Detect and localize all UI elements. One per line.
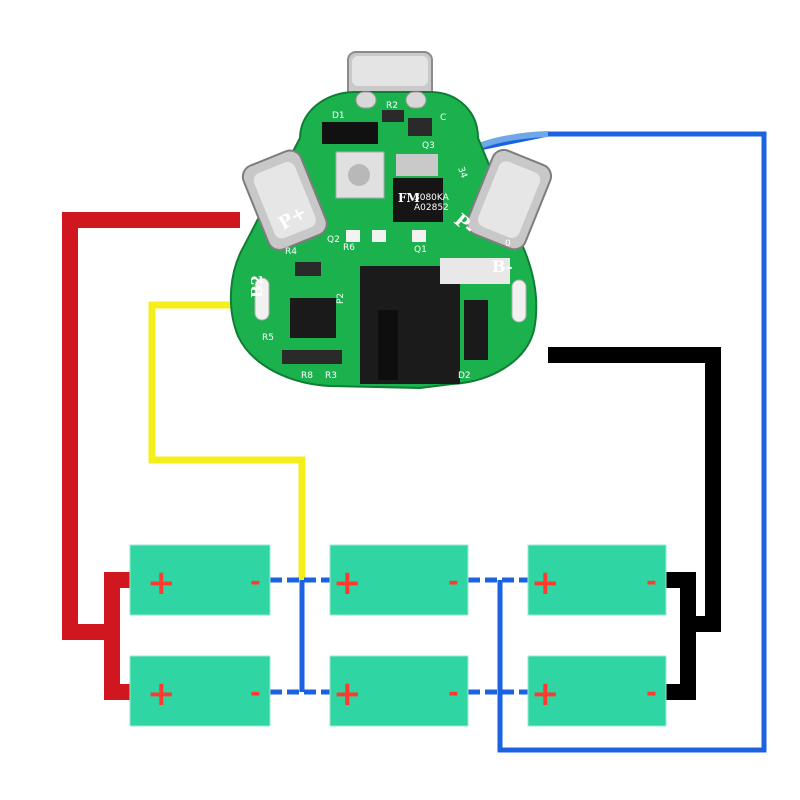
chip-line-1: 3080KA [414,193,450,203]
pad-label-c: C [440,113,446,123]
silk-r6: R6 [343,243,355,253]
pad-label-34: 34 [455,166,468,180]
pad-label-b-minus: B- [492,257,512,276]
silk-r8: R8 [301,371,313,381]
silk-q1: Q1 [414,245,427,255]
chip-brand: FM [398,191,420,205]
series-links [270,577,528,695]
bms-board: P+ P- B2 B- C 34 0 D1 R2 Q3 Q2 Q1 R4 R5 … [229,51,553,390]
cell-plus-sign: + [531,674,560,714]
left-connector [241,149,328,251]
cell-minus-sign: - [250,678,261,708]
silk-r3: R3 [325,371,337,381]
cell-minus-sign: - [448,678,459,708]
battery-cell: + - [129,544,271,616]
silk-r4: R4 [285,247,297,257]
cell-plus-sign: + [333,674,362,714]
mosfet-chip [393,178,443,222]
cell-minus-sign: - [250,567,261,597]
pad-label-b2: B2 [248,275,266,298]
cell-minus-sign: - [646,678,657,708]
large-mosfet [360,266,460,384]
chip-line-2: A02852 [414,203,449,213]
black-wire [548,347,721,700]
cell-plus-sign: + [147,674,176,714]
diode-d1 [322,122,378,144]
cell-plus-sign: + [147,563,176,603]
battery-cell: + - [527,544,667,616]
silk-r5: R5 [262,333,274,343]
red-wire [62,212,240,700]
cell-plus-sign: + [531,563,560,603]
cell-minus-sign: - [448,567,459,597]
battery-cell: + - [329,544,469,616]
silk-p2: P2 [336,293,346,304]
yellow-wire [148,301,306,580]
battery-cell: + - [129,655,271,727]
silk-d2: D2 [458,371,471,381]
battery-cell: + - [527,655,667,727]
silk-q3: Q3 [422,141,435,151]
silk-r2: R2 [386,101,398,111]
pad-label-0: 0 [505,239,511,249]
cell-array: + - + - + - + - + - + - [129,544,667,727]
battery-cell: + - [329,655,469,727]
silk-q2: Q2 [327,235,340,245]
cell-minus-sign: - [646,567,657,597]
cell-plus-sign: + [333,563,362,603]
silk-d1: D1 [332,111,345,121]
control-ic [290,298,336,338]
right-connector [466,148,553,251]
